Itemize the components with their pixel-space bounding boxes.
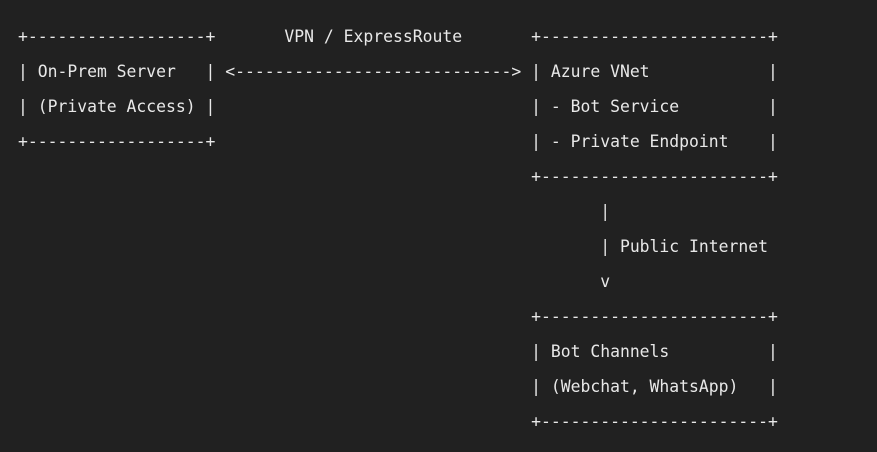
diagram-line-channels-bottom-border: +-----------------------+ xyxy=(18,412,778,431)
diagram-line-arrow-down: v xyxy=(18,272,611,291)
diagram-line-server-vnet: | On-Prem Server | <--------------------… xyxy=(18,62,778,81)
diagram-line-bot-channels: | Bot Channels | xyxy=(18,342,778,361)
diagram-line-private-endpoint: +------------------+ | - Private Endpoin… xyxy=(18,132,778,151)
diagram-line-connector: | xyxy=(18,202,611,221)
diagram-line-vnet-bottom-border: +-----------------------+ xyxy=(18,167,778,186)
diagram-line-channel-list: | (Webchat, WhatsApp) | xyxy=(18,377,778,396)
diagram-line-private-bot-service: | (Private Access) | | - Bot Service | xyxy=(18,97,778,116)
diagram-line-public-internet: | Public Internet xyxy=(18,237,768,256)
diagram-line-channels-top-border: +-----------------------+ xyxy=(18,307,778,326)
diagram-line-top-borders: +------------------+ VPN / ExpressRoute … xyxy=(18,27,778,46)
ascii-architecture-diagram: +------------------+ VPN / ExpressRoute … xyxy=(18,19,868,439)
